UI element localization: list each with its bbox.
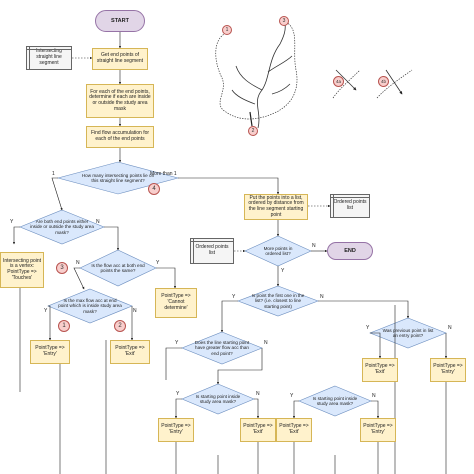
edge-label-n-start-b: N (372, 393, 376, 399)
diamond-greater-flow (181, 331, 263, 365)
edge-label-n-start-a: N (256, 391, 260, 397)
exit-step-4: PointType => 'Exit' (276, 418, 312, 442)
diamond-both-end-points (19, 209, 105, 245)
both-end-points-question: Are both end points either inside or out… (30, 219, 94, 235)
edge-label-y-max-flow: Y (44, 308, 48, 314)
start-inside-question-a: Is starting point inside study area mask… (195, 393, 241, 404)
entry-step-4: PointType => 'Entry' (360, 418, 396, 442)
edge-label-n-prev-entry: N (448, 325, 452, 331)
exit-step-1: PointType => 'Exit' (110, 340, 150, 364)
edge-label-n-max-flow: N (133, 308, 137, 314)
edge-label-n-greater: N (264, 340, 268, 346)
entry-step-1: PointType => 'Entry' (30, 340, 70, 364)
sketch-badge-4b: 4b (378, 76, 389, 87)
vertex-touches-step: Intersecting point is a vertex: PointTyp… (0, 252, 44, 288)
badge-4: 4 (148, 183, 160, 195)
diamond-first-in-list (237, 285, 319, 317)
get-end-points-step: Get end points of straight line segment (92, 48, 148, 70)
entry-step-3: PointType => 'Entry' (158, 418, 194, 442)
more-points-question: More points in ordered list? (263, 245, 293, 256)
diamond-start-inside-b (298, 385, 372, 417)
prev-entry-question: Was previous point in list an entry poin… (382, 327, 434, 338)
sketch-badge-1: 1 (222, 25, 232, 35)
ordered-list-store-2: Ordered points list (190, 238, 234, 264)
edge-label-one: 1 (52, 171, 55, 177)
badge-3: 3 (56, 262, 68, 274)
diamond-prev-entry (369, 317, 447, 349)
edge-label-y-prev-entry: Y (366, 325, 370, 331)
edge-label-y-first: Y (232, 294, 236, 300)
edge-label-n-both: N (96, 219, 100, 225)
sketch-badge-3: 3 (279, 16, 289, 26)
edge-label-n-more-points: N (312, 243, 316, 249)
put-points-step: Put the points into a list, ordered by d… (244, 194, 308, 220)
flow-accum-step: Find flow accumulation for each of the e… (86, 126, 154, 148)
max-flow-question: Is the max flow acc at end point which i… (58, 298, 122, 314)
edge-label-more-than-one: More than 1 (150, 171, 177, 177)
entry-step-2: PointType => 'Entry' (430, 358, 466, 382)
badge-2: 2 (114, 320, 126, 332)
sketch-badge-2: 2 (248, 126, 258, 136)
exit-step-2: PointType => 'Exit' (362, 358, 398, 382)
diamond-start-inside-a (181, 383, 255, 415)
how-many-question: How many intersecting points lie on this… (81, 172, 155, 183)
input-segment-store: Intersecting straight line segment (26, 46, 72, 70)
edge-label-y-start-b: Y (290, 393, 294, 399)
flow-same-question: Is the flow acc at both end points the s… (91, 262, 145, 273)
first-in-list-question: Is point the first one in the list? (i.e… (251, 293, 305, 309)
ordered-list-store-1: Ordered points list (330, 194, 370, 218)
start-inside-question-b: Is starting point inside study area mask… (312, 395, 358, 406)
diamond-flow-same (79, 249, 157, 287)
badge-1: 1 (58, 320, 70, 332)
edge-label-y-more-points: Y (281, 268, 285, 274)
inside-outside-step: For each of the end points, determine if… (86, 84, 154, 118)
connectors (12, 32, 448, 474)
edge-label-y-flow-same: Y (156, 260, 160, 266)
decision-shapes (19, 161, 447, 417)
start-terminator: START (95, 10, 145, 32)
edge-label-n-first: N (320, 294, 324, 300)
edge-label-y-start-a: Y (176, 391, 180, 397)
greater-flow-question: Does the line starting point have greate… (194, 340, 250, 356)
diamond-max-flow (47, 288, 133, 324)
river-sketch (215, 21, 413, 129)
sketch-badge-4a: 4a (333, 76, 344, 87)
edge-label-y-both: Y (10, 219, 14, 225)
edge-label-y-greater: Y (175, 340, 179, 346)
edge-label-n-flow-same: N (76, 260, 80, 266)
cannot-determine-step: PointType => 'Cannot determine' (155, 288, 197, 318)
end-terminator: END (327, 242, 373, 260)
exit-step-3: PointType => 'Exit' (240, 418, 276, 442)
